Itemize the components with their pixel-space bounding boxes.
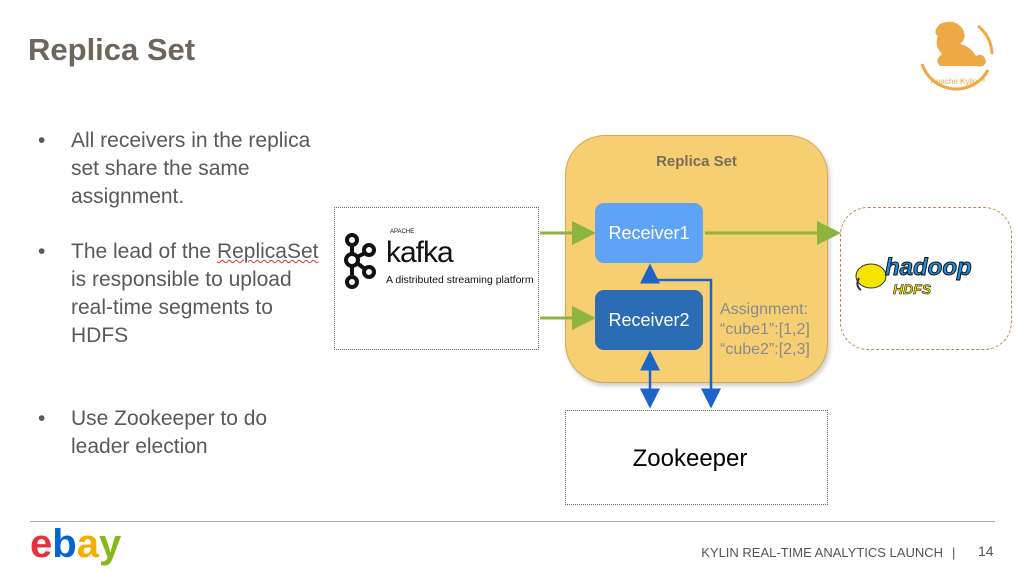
hdfs-box: [840, 207, 1012, 350]
kafka-box: [334, 207, 539, 350]
bullet-text: Use Zookeeper to do leader election: [71, 405, 331, 461]
kafka-logo: APACHE kafka A distributed streaming pla…: [342, 229, 542, 292]
apache-kylin-logo: Apache Kylin™: [912, 14, 998, 100]
hdfs-wordmark: HDFS: [893, 281, 932, 297]
bullet-text-part: Use Zookeeper to do leader election: [71, 407, 268, 458]
receiver1-node: Receiver1: [595, 203, 703, 263]
assignment-line: “cube1”:[1,2]: [720, 321, 810, 338]
ebay-logo: ebay: [30, 522, 122, 566]
bullet-text-part: The lead of the: [71, 240, 217, 263]
zookeeper-box: [565, 410, 828, 505]
receiver1-zookeeper-arrow: [640, 263, 721, 409]
footer-title: KYLIN REAL-TIME ANALYTICS LAUNCH: [701, 545, 943, 560]
slide-title: Replica Set: [28, 32, 196, 67]
bullet-text-part: is responsible to upload real-time segme…: [71, 268, 292, 347]
kafka-nodes-icon: [344, 233, 376, 289]
bullet-dot: •: [38, 407, 46, 430]
bullet-text: The lead of the ReplicaSet is responsibl…: [71, 238, 331, 350]
hadoop-hdfs-logo: hadoop HDFS: [853, 254, 983, 302]
hadoop-wordmark: hadoop: [885, 254, 973, 281]
hadoop-elephant-icon: [855, 263, 887, 291]
bullet-text: All receivers in the replica set share t…: [71, 127, 331, 211]
footer-separator: |: [952, 545, 956, 560]
replica-set-label: Replica Set: [656, 153, 737, 170]
assignment-text: Assignment: “cube1”:[1,2] “cube2”:[2,3]: [720, 300, 810, 360]
bullet-dot: •: [38, 129, 46, 152]
kafka-apache-label: APACHE: [390, 229, 415, 235]
kylin-lion-icon: Apache Kylin™: [920, 21, 994, 91]
bullet-text-part: All receivers in the replica set share t…: [71, 129, 311, 208]
bullet-dot: •: [38, 240, 46, 263]
assignment-line: “cube2”:[2,3]: [720, 341, 810, 358]
assignment-label: Assignment:: [720, 301, 809, 318]
page-number: 14: [978, 543, 994, 559]
misspelled-word: ReplicaSet: [216, 240, 319, 263]
kafka-tagline: A distributed streaming platform: [386, 274, 534, 286]
zookeeper-label: Zookeeper: [632, 445, 748, 472]
kafka-wordmark: kafka: [386, 236, 454, 269]
svg-text:Apache Kylin™: Apache Kylin™: [931, 77, 986, 86]
footer-divider: [30, 521, 995, 522]
